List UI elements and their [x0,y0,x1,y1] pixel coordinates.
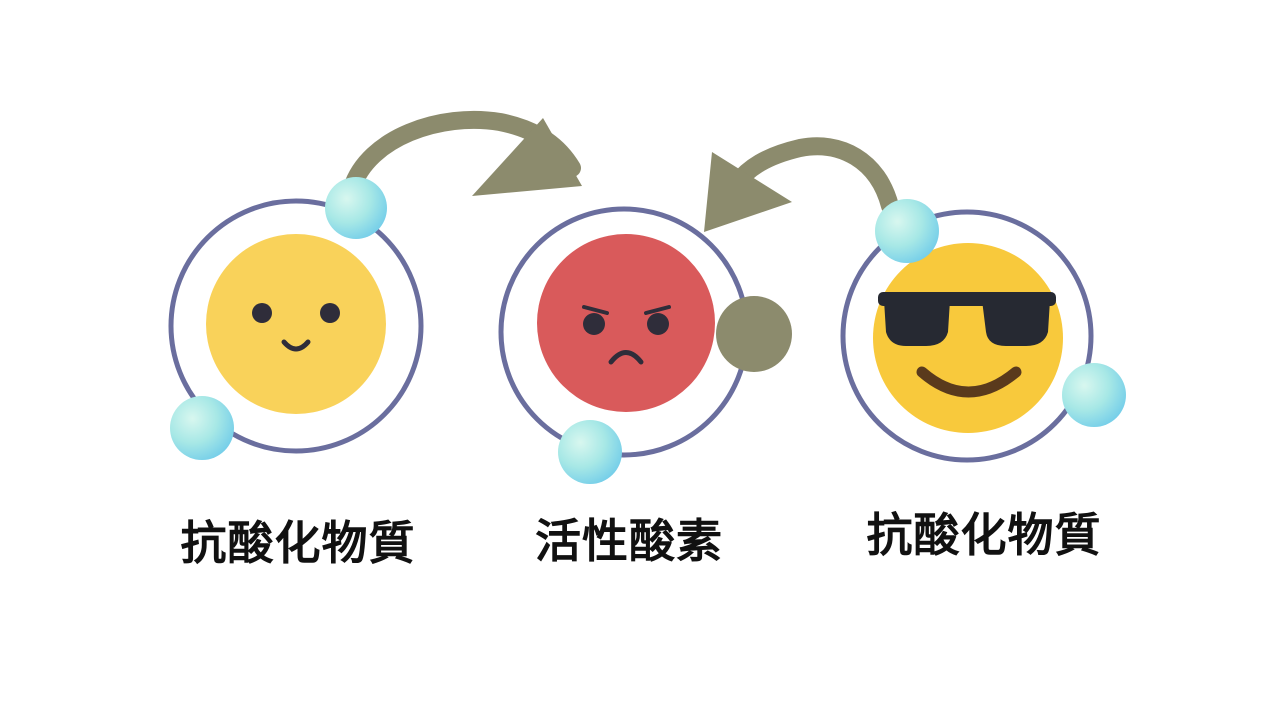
left-orbit [168,198,424,454]
right-antioxidant-label: 抗酸化物質 [866,508,1102,562]
electron-icon [1062,363,1126,427]
electron-icon [875,199,939,263]
electron-icon [170,396,234,460]
center-reactive-oxygen-atom [498,206,792,484]
right-orbit [840,209,1094,463]
left-antioxidant-atom [168,177,424,460]
electron-icon [325,177,387,239]
smiling-face-icon [206,234,386,414]
electron-icon [558,420,622,484]
sunglasses-icon [878,292,1056,346]
right-antioxidant-atom [840,199,1126,463]
left-antioxidant-label: 抗酸化物質 [180,516,416,570]
reactive-oxygen-label: 活性酸素 [535,514,723,568]
angry-face-icon [537,234,715,412]
left-curved-arrow-icon [343,110,582,197]
missing-electron-icon [716,296,792,372]
sunglasses-face-icon [873,243,1063,433]
right-curved-arrow-icon [704,137,899,232]
